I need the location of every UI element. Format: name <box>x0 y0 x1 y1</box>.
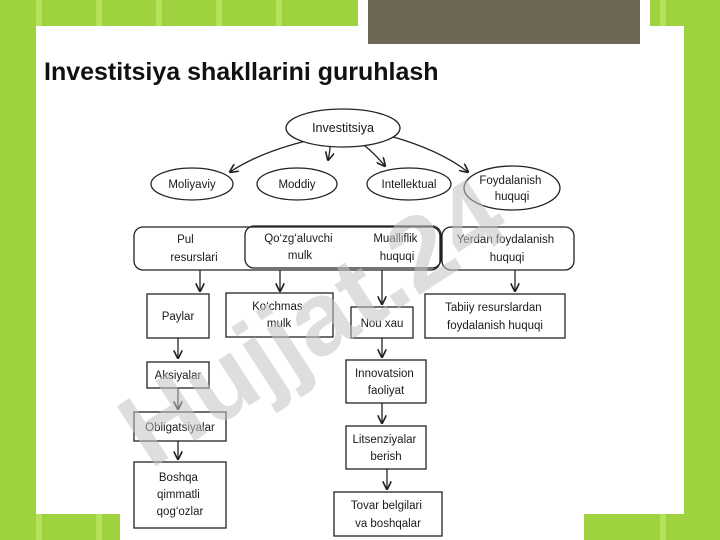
node-shape <box>441 226 575 271</box>
node-shape <box>333 491 443 537</box>
node-tovar-belgilari: Tovar belgilari va boshqalar <box>351 500 425 530</box>
node-aksiyalar: Aksiyalar <box>155 370 202 382</box>
node-yerdan-foydalanish: Yerdan foydalanish huquqi <box>457 234 558 264</box>
node-shape <box>150 167 234 201</box>
node-intellektual: Intellektual <box>382 179 437 191</box>
node-moliyaviy: Moliyaviy <box>168 179 216 191</box>
node-shape <box>133 226 441 271</box>
node-obligatsiyalar: Obligatsiyalar <box>145 422 215 434</box>
node-litsenziyalar-berish: Litsenziyalar berish <box>352 434 419 463</box>
node-shape <box>256 167 338 201</box>
node-shape <box>146 293 210 339</box>
node-moddiy: Moddiy <box>278 179 315 191</box>
node-shape <box>133 411 227 442</box>
node-shape <box>244 225 442 269</box>
node-shape <box>133 461 227 529</box>
node-foydalanish-huquqi: Foydalanish huquqi <box>479 175 544 203</box>
node-shape <box>463 165 561 211</box>
node-shape <box>225 292 334 338</box>
node-pul-resurslari: Pul resurslari <box>170 234 217 264</box>
node-shape <box>285 108 401 148</box>
slide-title: Investitsiya shakllarini guruhlash <box>44 58 439 86</box>
node-shape <box>350 306 414 339</box>
node-nou-xau: Nou xau <box>361 318 404 330</box>
node-shape <box>345 425 427 470</box>
node-paylar: Paylar <box>162 311 195 323</box>
node-mualliflik-huquqi: Mualliflik huquqi <box>373 233 420 263</box>
node-shape <box>345 359 427 404</box>
node-shape <box>424 293 566 339</box>
node-shape <box>146 361 210 389</box>
node-shape <box>366 167 452 201</box>
watermark-text: Hujjat.24 <box>99 156 526 489</box>
node-kochmas-mulk: Ko‘chmas mulk <box>252 301 306 330</box>
node-qozgaluvchi-mulk: Qo‘zg‘aluvchi mulk <box>264 233 336 262</box>
node-boshqa-qimmatli-qogozlar: Boshqa qimmatli qog‘ozlar <box>157 472 204 518</box>
node-tabiiy-resurslar: Tabiiy resurslardan foydalanish huquqi <box>445 302 545 332</box>
header-placeholder <box>368 0 640 44</box>
node-investitsiya: Investitsiya <box>312 121 374 135</box>
node-innovatsion-faoliyat: Innovatsion faoliyat <box>355 368 417 397</box>
